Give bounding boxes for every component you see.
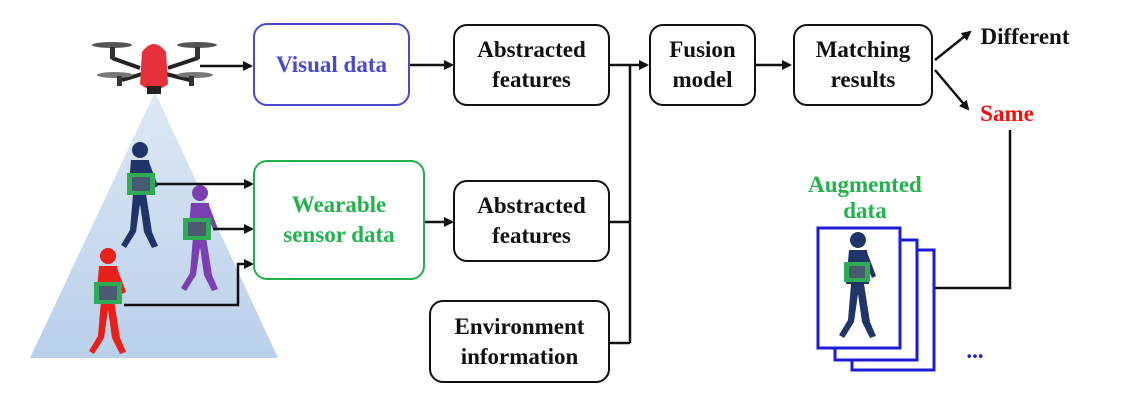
matching-results-box: Matching results [793, 24, 933, 106]
abstracted-features-box-2: Abstracted features [453, 180, 610, 262]
visual-data-box: Visual data [253, 23, 410, 106]
camera-view-cone [30, 92, 278, 358]
wearable-data-label: Wearable [291, 192, 387, 217]
sensor-board-icon [94, 282, 122, 304]
augmented-data-title: Augmented data [790, 172, 940, 224]
augmented-title-line: Augmented [808, 172, 922, 197]
matching-label: results [830, 67, 896, 92]
wearable-sensor-data-box: Wearable sensor data [253, 160, 425, 280]
environment-information-box: Environment information [429, 300, 610, 383]
fusion-label: model [672, 67, 733, 92]
wearable-data-label: sensor data [283, 222, 395, 247]
environment-label: Environment [454, 313, 585, 339]
fusion-label: Fusion [669, 37, 736, 62]
abstracted-features-box-1: Abstracted features [453, 24, 610, 106]
same-output-label: Same [980, 101, 1034, 126]
sensor-board-icon [183, 218, 211, 240]
drone-icon [92, 42, 217, 94]
augmented-more-ellipsis: ... [966, 338, 984, 363]
abstracted-features-label: Abstracted [477, 37, 586, 62]
sensor-board-icon [844, 262, 870, 282]
abstracted-features-label: features [492, 223, 571, 248]
different-output-label: Different [980, 24, 1070, 49]
sensor-board-icon [127, 173, 155, 195]
augmented-title-line: data [843, 198, 887, 223]
arrow-to-different [934, 30, 972, 61]
visual-data-label: Visual data [276, 51, 387, 77]
arrow-sensor3-to-wearable [124, 259, 254, 307]
abstracted-features-label: features [492, 67, 571, 92]
fusion-model-box: Fusion model [649, 24, 756, 106]
matching-label: Matching [815, 37, 911, 62]
arrow-to-same [934, 69, 970, 111]
abstracted-features-label: Abstracted [477, 193, 586, 218]
augmented-data-stack [816, 226, 936, 372]
environment-label: information [460, 343, 579, 369]
